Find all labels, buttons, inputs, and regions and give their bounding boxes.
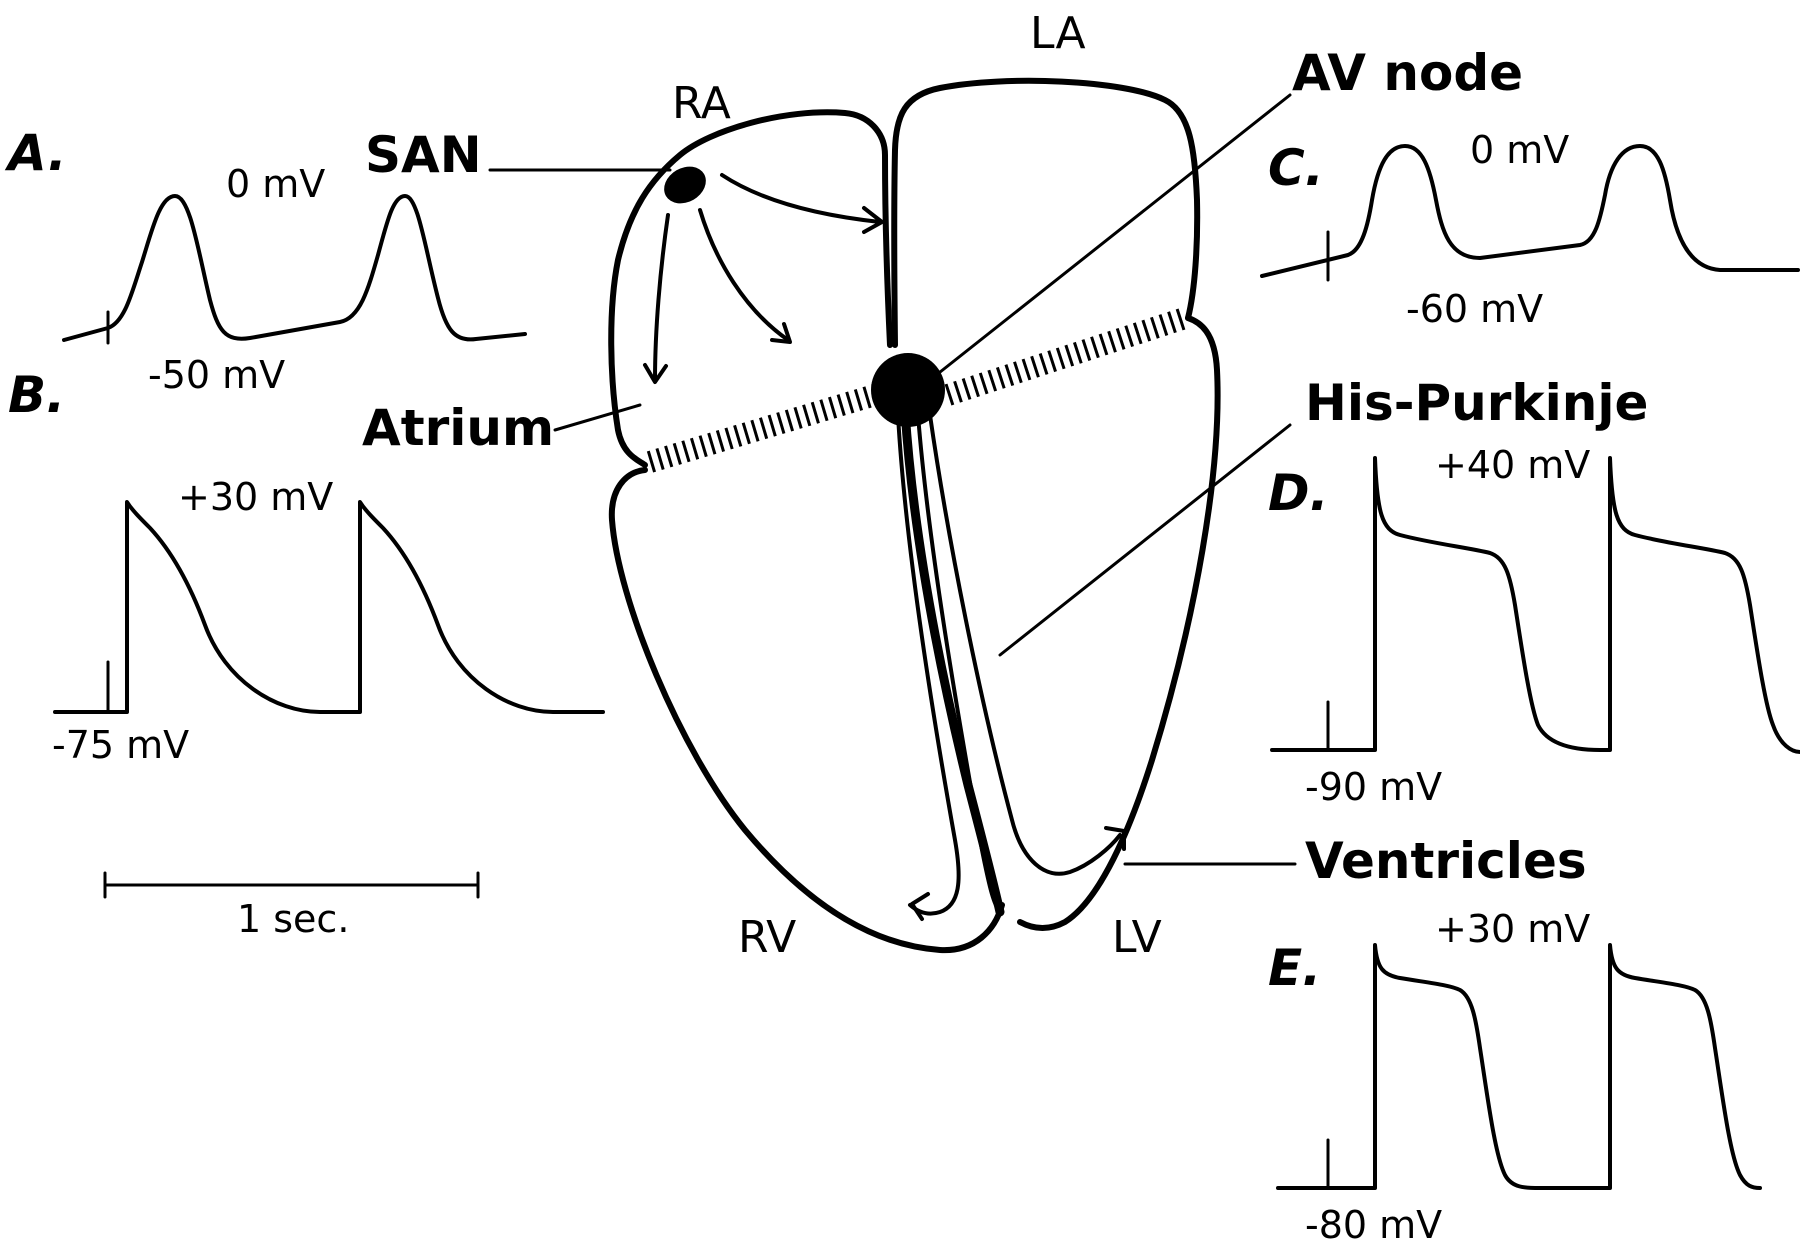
panel-b-trace [53,500,605,714]
panel-a-peak-voltage: 0 mV [226,162,325,206]
panel-a-rest-voltage: -50 mV [148,353,285,397]
panel-c-peak-voltage: 0 mV [1470,128,1569,172]
left-ventricle-wall [1017,315,1221,931]
panel-e: E. +30 mV -80 mV [1268,907,1762,1244]
panel-e-rest-voltage: -80 mV [1305,1203,1442,1244]
right-bundle-branch-inner [916,413,1002,914]
panel-a: A. 0 mV -50 mV [4,124,527,397]
arrowhead-right-purkinje [910,892,930,921]
chamber-label-lv: LV [1112,912,1162,963]
panel-c-label: C. [1268,139,1324,197]
arrowhead-left-purkinje [1104,826,1126,851]
av-node [871,353,945,427]
panel-d-label: D. [1268,464,1329,522]
heart [608,77,1221,954]
left-atrium-wall [891,77,1201,348]
atrium-leader-line [553,403,642,432]
left-bundle-branch [928,413,1122,876]
panel-e-label: E. [1268,939,1321,997]
arrowhead-downward [643,363,668,384]
chamber-label-la: LA [1030,8,1086,59]
panel-b: B. +30 mV -75 mV [8,366,605,767]
arrow-san-to-interatrial [720,173,882,224]
av-groove-hatch-left [646,384,879,473]
interventricular-septum [900,405,1005,917]
panel-e-trace [1276,943,1762,1190]
av-node-leader-line [928,93,1292,382]
right-ventricle-wall [608,467,1005,954]
arrowhead-interatrial [862,206,884,234]
panel-c-rest-voltage: -60 mV [1406,287,1543,331]
his-purkinje-leader-line [998,423,1292,657]
structure-label-san: SAN [365,126,482,184]
chamber-label-ra: RA [672,78,731,129]
panel-d-peak-voltage: +40 mV [1435,443,1590,487]
arrowhead-atrium [770,322,792,344]
time-scale-bar: 1 sec. [103,871,480,941]
structure-label-atrium: Atrium [362,399,554,457]
structure-label-av-node: AV node [1292,44,1523,102]
panel-b-label: B. [8,366,65,424]
panel-e-peak-voltage: +30 mV [1435,907,1590,951]
sa-node [664,166,706,204]
panel-a-trace [62,194,527,342]
scale-bar-label: 1 sec. [237,897,349,941]
panel-b-rest-voltage: -75 mV [52,723,189,767]
panel-c: C. 0 mV -60 mV [1260,128,1800,331]
panel-a-label: A. [4,124,67,182]
structure-label-his-purkinje: His-Purkinje [1305,374,1648,432]
right-bundle-branch [896,413,961,916]
panel-c-trace [1260,144,1800,278]
panel-d-trace [1270,456,1800,754]
panel-b-peak-voltage: +30 mV [178,475,333,519]
panel-d-rest-voltage: -90 mV [1305,765,1442,809]
structure-label-ventricles: Ventricles [1305,832,1587,890]
panel-d: D. +40 mV -90 mV [1268,443,1800,809]
arrow-san-to-atrium [698,208,790,342]
av-groove-hatch-right [944,307,1189,406]
right-atrium-wall [608,109,893,468]
chamber-label-rv: RV [738,912,796,963]
arrow-san-downward [653,213,670,382]
